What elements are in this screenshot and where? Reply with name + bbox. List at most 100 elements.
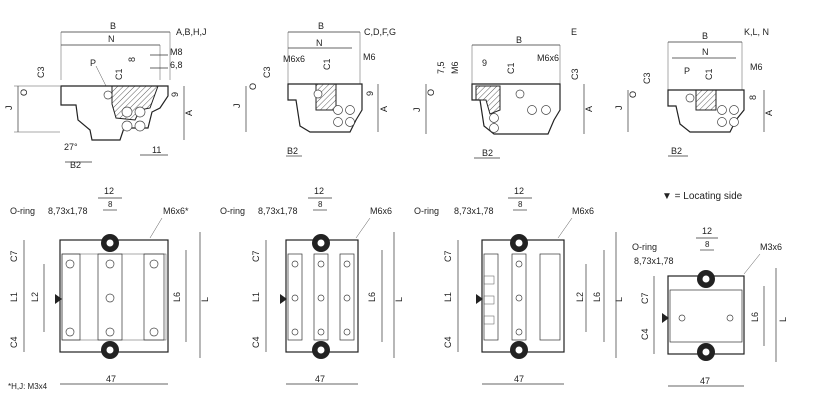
dim-A: A xyxy=(184,110,194,116)
dim-9-3: 9 xyxy=(482,58,487,68)
dim-47-p3: 47 xyxy=(514,374,524,384)
dim-P-4: P xyxy=(684,66,690,76)
oring-size-p1: 8,73x1,78 xyxy=(48,206,88,216)
plan-view-2: 12 8 O-ring 8,73x1,78 M6x6 C7 L1 C4 L6 L… xyxy=(220,186,404,385)
dim-L-p3: L xyxy=(614,297,624,302)
dim-C3-4: C3 xyxy=(642,72,652,84)
dim-47-p4: 47 xyxy=(700,376,710,386)
dim-L-p2: L xyxy=(394,297,404,302)
dim-L-p1: L xyxy=(200,297,210,302)
dim-L-p4: L xyxy=(778,317,788,322)
dim-M6x6-2: M6x6 xyxy=(283,54,305,64)
dim-N-2: N xyxy=(316,38,323,48)
dim-8-p3: 8 xyxy=(518,200,523,209)
dim-J: J xyxy=(4,106,14,111)
dim-7-5-3: 7,5 xyxy=(436,61,446,74)
dim-C4-p4: C4 xyxy=(640,328,650,340)
dim-A-2: A xyxy=(379,106,389,112)
dim-O-4: O xyxy=(628,91,638,98)
dim-O-2: O xyxy=(248,83,258,90)
dim-O: O xyxy=(19,89,29,96)
dim-C3: C3 xyxy=(36,66,46,78)
dim-L1-p2: L1 xyxy=(251,292,261,302)
section-view-4: K,L, N B N M6 C1 P C3 O J 8 A B2 xyxy=(614,27,774,157)
variant-label-2: C,D,F,G xyxy=(364,27,396,37)
dim-J-2: J xyxy=(232,104,242,109)
screw-label-p2: M6x6 xyxy=(370,206,392,216)
dim-11: 11 xyxy=(152,145,161,155)
oring-label-p3: O-ring xyxy=(414,206,439,216)
section-view-3: E B M6x6 C1 9 7,5 M6 O J C3 A B2 xyxy=(412,27,594,159)
dim-N-4: N xyxy=(702,47,709,57)
dim-12-p1: 12 xyxy=(104,186,114,196)
dim-9: 9 xyxy=(170,92,180,97)
dim-8-p1: 8 xyxy=(108,200,113,209)
dim-L6-p1: L6 xyxy=(172,292,182,302)
dim-J-4: J xyxy=(614,106,624,111)
dim-C1-3: C1 xyxy=(506,62,516,74)
dim-L1-p3: L1 xyxy=(443,292,453,302)
dim-B2-4: B2 xyxy=(671,146,682,156)
dim-6-8: 6,8 xyxy=(170,60,183,70)
footnote: *H,J: M3x4 xyxy=(8,382,48,391)
dim-C3-2: C3 xyxy=(262,66,272,78)
oring-size-p3: 8,73x1,78 xyxy=(454,206,494,216)
locating-side-note: ▼ = Locating side xyxy=(662,191,743,202)
plan-view-3: 12 8 O-ring 8,73x1,78 M6x6 C7 L1 C4 L2 L… xyxy=(414,186,624,385)
dim-C1-2: C1 xyxy=(322,58,332,70)
dim-L2-p3: L2 xyxy=(575,292,585,302)
dim-M6x6-3: M6x6 xyxy=(537,53,559,63)
variant-label-1: A,B,H,J xyxy=(176,27,207,37)
dim-C4-p3: C4 xyxy=(443,336,453,348)
dim-B-2: B xyxy=(318,21,324,31)
dim-M6-2: M6 xyxy=(363,52,376,62)
section-view-2: C,D,F,G B N M6x6 M6 C1 C3 O J 9 A B2 xyxy=(232,21,396,157)
dim-L6-p2: L6 xyxy=(367,292,377,302)
dim-C7-p3: C7 xyxy=(443,250,453,262)
oring-label-p1: O-ring xyxy=(10,206,35,216)
dim-B: B xyxy=(110,21,116,31)
dim-12-p4: 12 xyxy=(702,226,712,236)
dim-C1-4: C1 xyxy=(704,68,714,80)
dim-A-3: A xyxy=(584,106,594,112)
dim-9-2: 9 xyxy=(365,91,375,96)
dim-B-4: B xyxy=(702,31,708,41)
dim-8-p4: 8 xyxy=(705,240,710,249)
section-view-1: A,B,H,J B N M8 6,8 8 C1 C3 O J P xyxy=(4,21,207,170)
oring-label-p4: O-ring xyxy=(632,242,657,252)
dim-B2: B2 xyxy=(70,160,81,170)
dim-8-p2: 8 xyxy=(318,200,323,209)
plan-view-4: 12 8 O-ring 8,73x1,78 M3x6 C7 C4 L6 L 47 xyxy=(632,226,788,387)
dim-C7-p4: C7 xyxy=(640,292,650,304)
dim-N: N xyxy=(108,34,115,44)
oring-size-p4: 8,73x1,78 xyxy=(634,256,674,266)
dim-C4-p1: C4 xyxy=(9,336,19,348)
dim-47-p1: 47 xyxy=(106,374,116,384)
dim-P: P xyxy=(90,58,96,68)
plan-view-1: 12 8 O-ring 8,73x1,78 M6x6* C7 L1 L2 C4 … xyxy=(8,186,210,391)
dim-O-3: O xyxy=(426,89,436,96)
oring-size-p2: 8,73x1,78 xyxy=(258,206,298,216)
variant-label-4: K,L, N xyxy=(744,27,769,37)
screw-label-p3: M6x6 xyxy=(572,206,594,216)
dim-L1-p1: L1 xyxy=(9,292,19,302)
screw-label-p4: M3x6 xyxy=(760,242,782,252)
variant-label-3: E xyxy=(571,27,577,37)
carriage-body-p3 xyxy=(481,239,565,353)
dim-B-3: B xyxy=(516,35,522,45)
dim-47-p2: 47 xyxy=(315,374,325,384)
dim-L6-p3: L6 xyxy=(592,292,602,302)
dim-C7-p2: C7 xyxy=(251,250,261,262)
dim-L2-p1: L2 xyxy=(30,292,40,302)
dim-C1: C1 xyxy=(114,68,124,80)
dim-27deg: 27° xyxy=(64,142,78,152)
dim-L6-p4: L6 xyxy=(750,312,760,322)
dim-12-p3: 12 xyxy=(514,186,524,196)
dim-M6-3: M6 xyxy=(450,61,460,74)
dim-C3-3: C3 xyxy=(570,68,580,80)
dim-B2-3: B2 xyxy=(482,148,493,158)
dim-B2-2: B2 xyxy=(287,146,298,156)
dim-M8: M8 xyxy=(170,47,183,57)
dim-8: 8 xyxy=(127,57,137,62)
